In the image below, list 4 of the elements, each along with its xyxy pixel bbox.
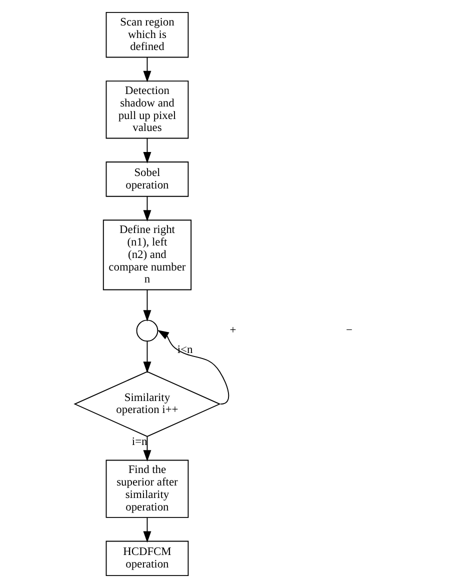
edge-label: i=n [132, 436, 148, 448]
label: − [346, 324, 352, 337]
edge-label: i<n [177, 344, 193, 356]
label: + [230, 324, 236, 337]
